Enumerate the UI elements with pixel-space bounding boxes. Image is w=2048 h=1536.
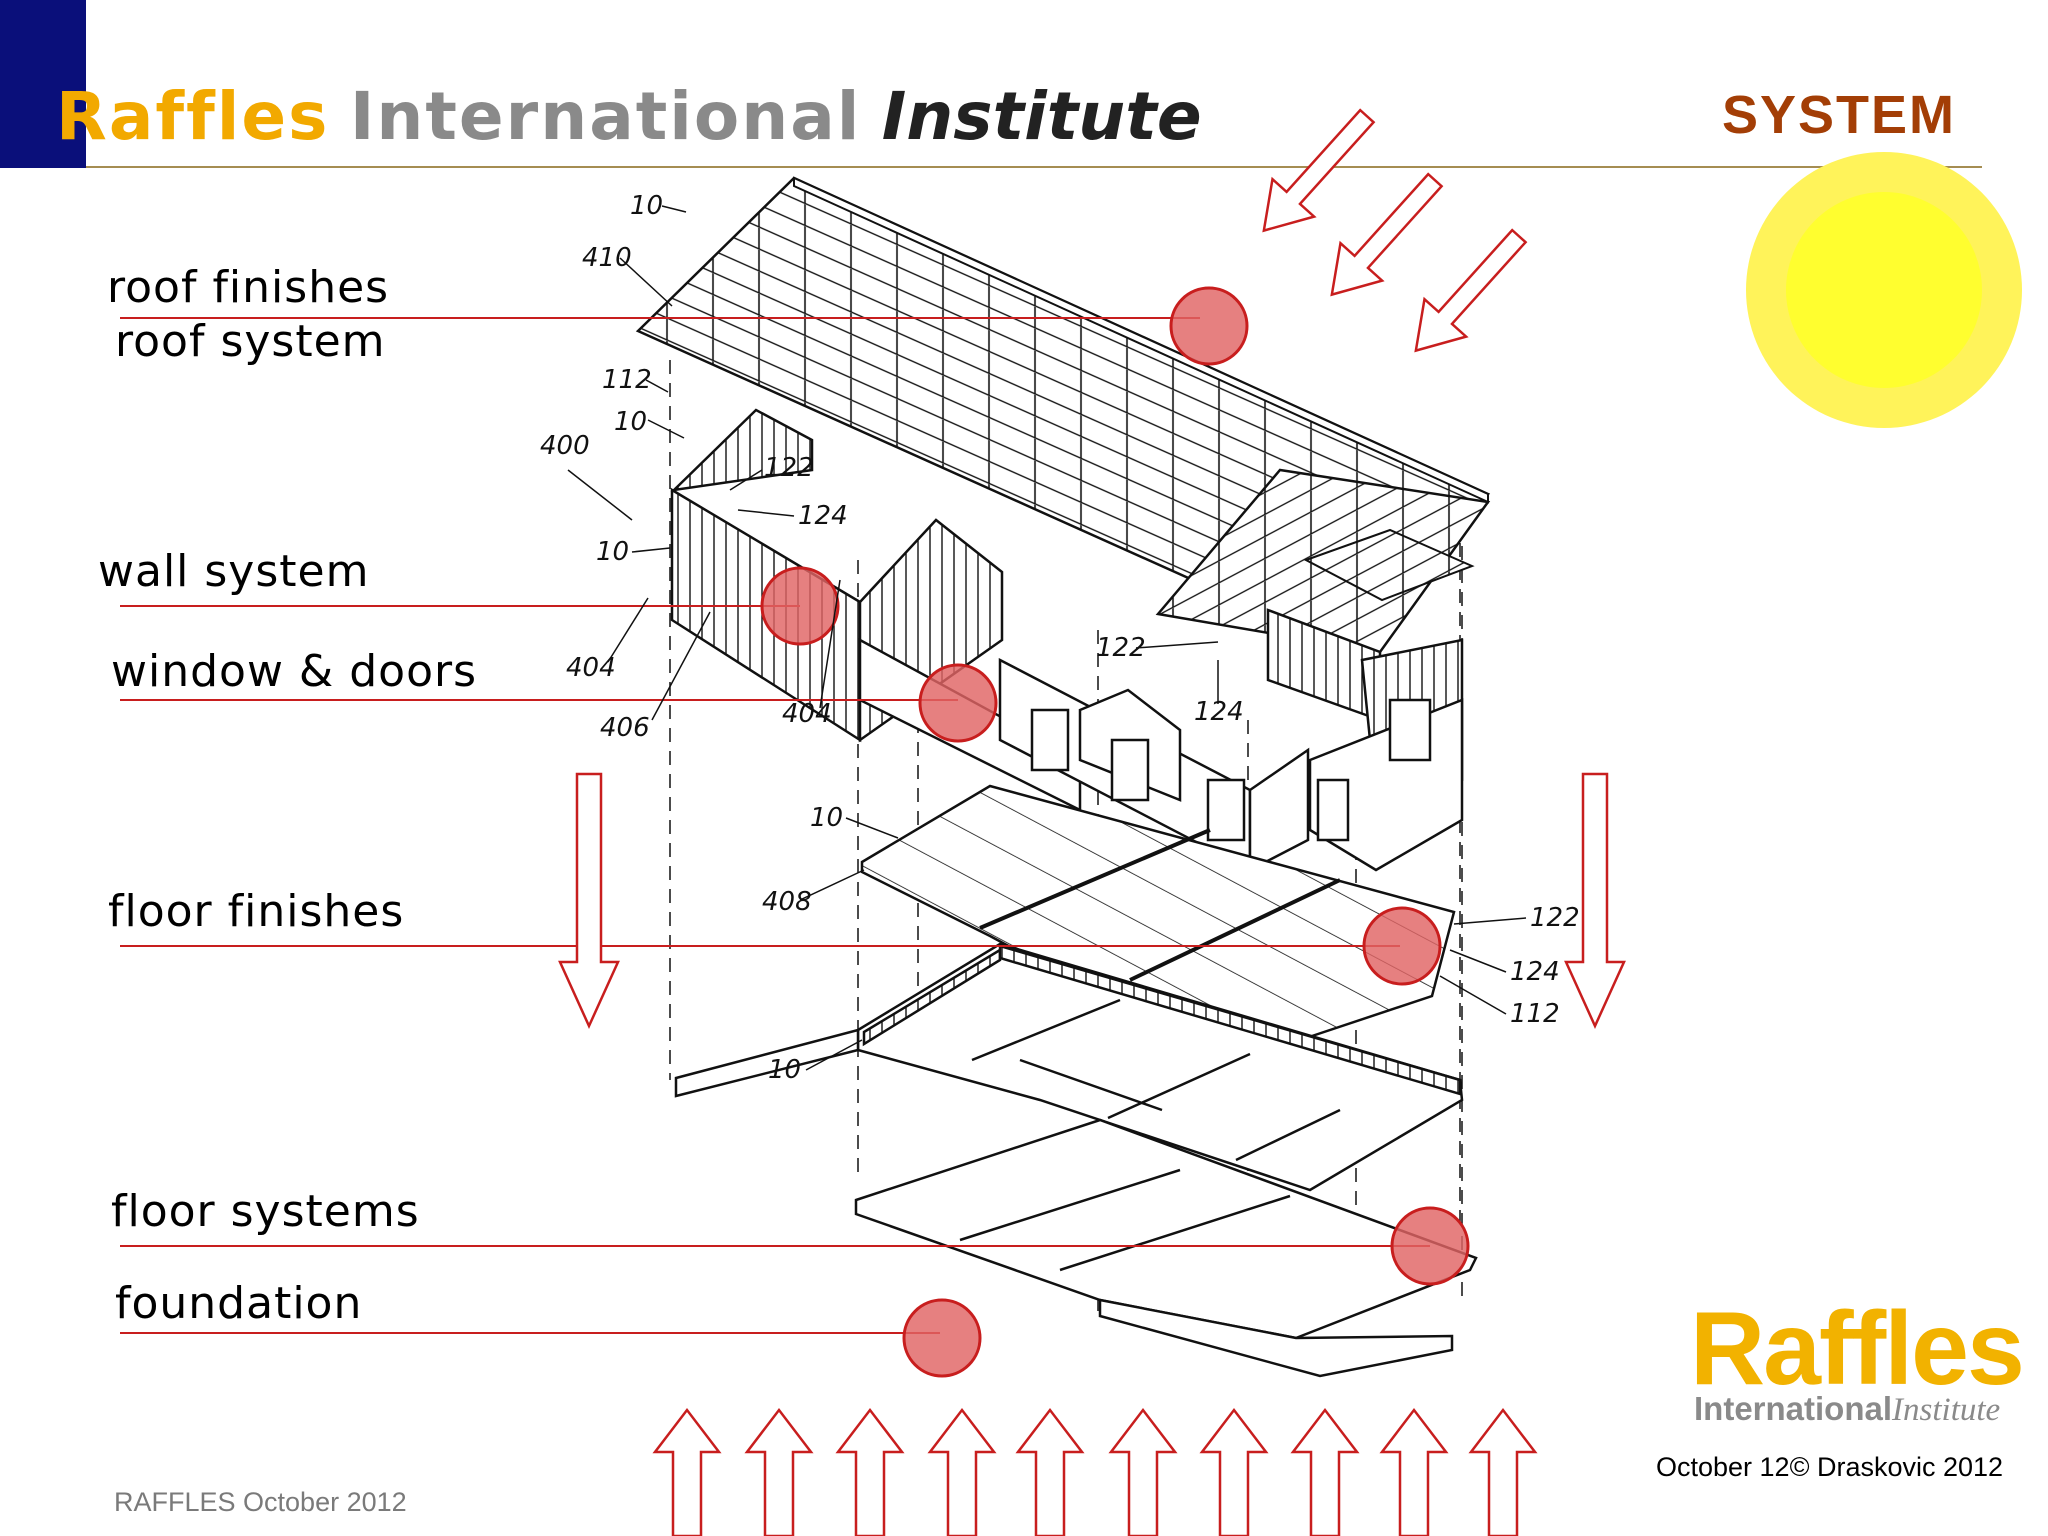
footer-text: RAFFLES October 2012	[114, 1487, 407, 1517]
leader-line	[607, 597, 649, 663]
logo-raffles: Raffles	[1690, 1291, 2025, 1407]
reference-numeral: 10	[768, 1055, 801, 1085]
leader-line	[799, 869, 865, 901]
leader-line	[1135, 641, 1219, 649]
marker-dot-icon	[902, 1298, 982, 1378]
logo-international: International	[1694, 1390, 1893, 1427]
arrow-up-icon	[1015, 1407, 1085, 1536]
arrow-up-icon	[1199, 1407, 1269, 1536]
ground-arrows	[652, 1407, 1538, 1536]
arrow-up-icon	[1290, 1407, 1360, 1536]
reference-numeral: 112	[602, 365, 652, 395]
leader-line	[631, 547, 671, 553]
gravity-arrows	[558, 772, 1626, 1030]
label-roof-system: roof system	[115, 316, 386, 367]
marker-dot-icon	[1390, 1206, 1470, 1286]
title-raffles: Raffles	[56, 78, 330, 155]
reference-numeral: 10	[810, 803, 843, 833]
floor-system-drawing	[856, 942, 1464, 1192]
marker-dots	[760, 286, 1470, 1378]
leader-line	[1453, 917, 1527, 925]
leader-line	[737, 509, 795, 517]
roof-drawing	[635, 176, 1491, 654]
foundation-drawing	[674, 1028, 1478, 1378]
leader-line	[651, 611, 711, 721]
reference-numeral: 10	[596, 537, 629, 567]
arrow-up-icon	[744, 1407, 814, 1536]
arrow-down-icon	[1414, 228, 1528, 353]
label-foundation: foundation	[115, 1278, 363, 1329]
label-floor-systems: floor systems	[111, 1186, 420, 1237]
corner-accent-block	[0, 0, 86, 168]
leader-line	[1439, 975, 1507, 1015]
title-international: International	[349, 78, 862, 155]
reference-numeral: 408	[762, 887, 812, 917]
reference-numeral: 122	[1530, 903, 1580, 933]
leader-line	[645, 379, 669, 393]
leader-line	[647, 419, 685, 439]
section-heading: SYSTEM	[1722, 85, 1957, 145]
arrow-down-icon	[1330, 172, 1444, 297]
leader-line	[619, 257, 673, 307]
leader-line	[661, 205, 687, 213]
copyright-notice: October 12© Draskovic 2012	[1656, 1452, 2004, 1482]
arrow-down-icon	[1262, 108, 1376, 233]
page-title: Raffles International Institute	[56, 78, 1202, 155]
leader-line	[729, 469, 763, 491]
reference-numeral: 404	[782, 699, 832, 729]
reference-numeral: 404	[566, 653, 616, 683]
logo-institute: Institute	[1892, 1392, 2001, 1428]
radiation-arrows	[1262, 108, 1528, 353]
arrow-up-icon	[652, 1407, 722, 1536]
arrow-up-icon	[1468, 1407, 1538, 1536]
arrow-down-icon	[1564, 772, 1626, 1030]
sun-icon	[1746, 152, 2022, 428]
marker-dot-icon	[1169, 286, 1249, 366]
label-window-doors: window & doors	[111, 646, 477, 697]
pointer-lines	[120, 317, 1430, 1334]
reference-numeral: 124	[1194, 697, 1244, 727]
reference-numeral: 124	[798, 501, 848, 531]
header-rule	[86, 166, 1982, 168]
arrow-up-icon	[1379, 1407, 1449, 1536]
arrow-down-icon	[558, 772, 620, 1030]
arrow-up-icon	[1108, 1407, 1178, 1536]
leader-line	[805, 1039, 863, 1071]
leader-line	[567, 469, 633, 521]
reference-numeral: 122	[764, 453, 814, 483]
reference-numeral: 10	[630, 191, 663, 221]
marker-dot-icon	[760, 566, 840, 646]
arrow-up-icon	[927, 1407, 997, 1536]
reference-numeral: 406	[600, 713, 650, 743]
marker-dot-icon	[918, 663, 998, 743]
logo-subtitle: InternationalInstitute	[1694, 1390, 2000, 1429]
label-roof-finishes: roof finishes	[107, 262, 390, 313]
reference-numeral: 112	[1510, 999, 1560, 1029]
arrow-up-icon	[835, 1407, 905, 1536]
label-wall-system: wall system	[98, 546, 370, 597]
leader-line	[845, 817, 899, 839]
reference-numeral: 410	[582, 243, 632, 273]
patent-reference-numerals: 10 410 112 10 400 122 124 10 404 406 404 122 124 10 40…	[540, 191, 1580, 1085]
title-institute: Institute	[881, 78, 1202, 155]
leader-line	[1449, 949, 1507, 973]
leader-line	[819, 579, 841, 709]
marker-dot-icon	[1362, 906, 1442, 986]
reference-numeral: 124	[1510, 957, 1560, 987]
label-floor-finishes: floor finishes	[108, 886, 405, 937]
reference-numeral: 10	[614, 407, 647, 437]
reference-numeral: 400	[540, 431, 590, 461]
